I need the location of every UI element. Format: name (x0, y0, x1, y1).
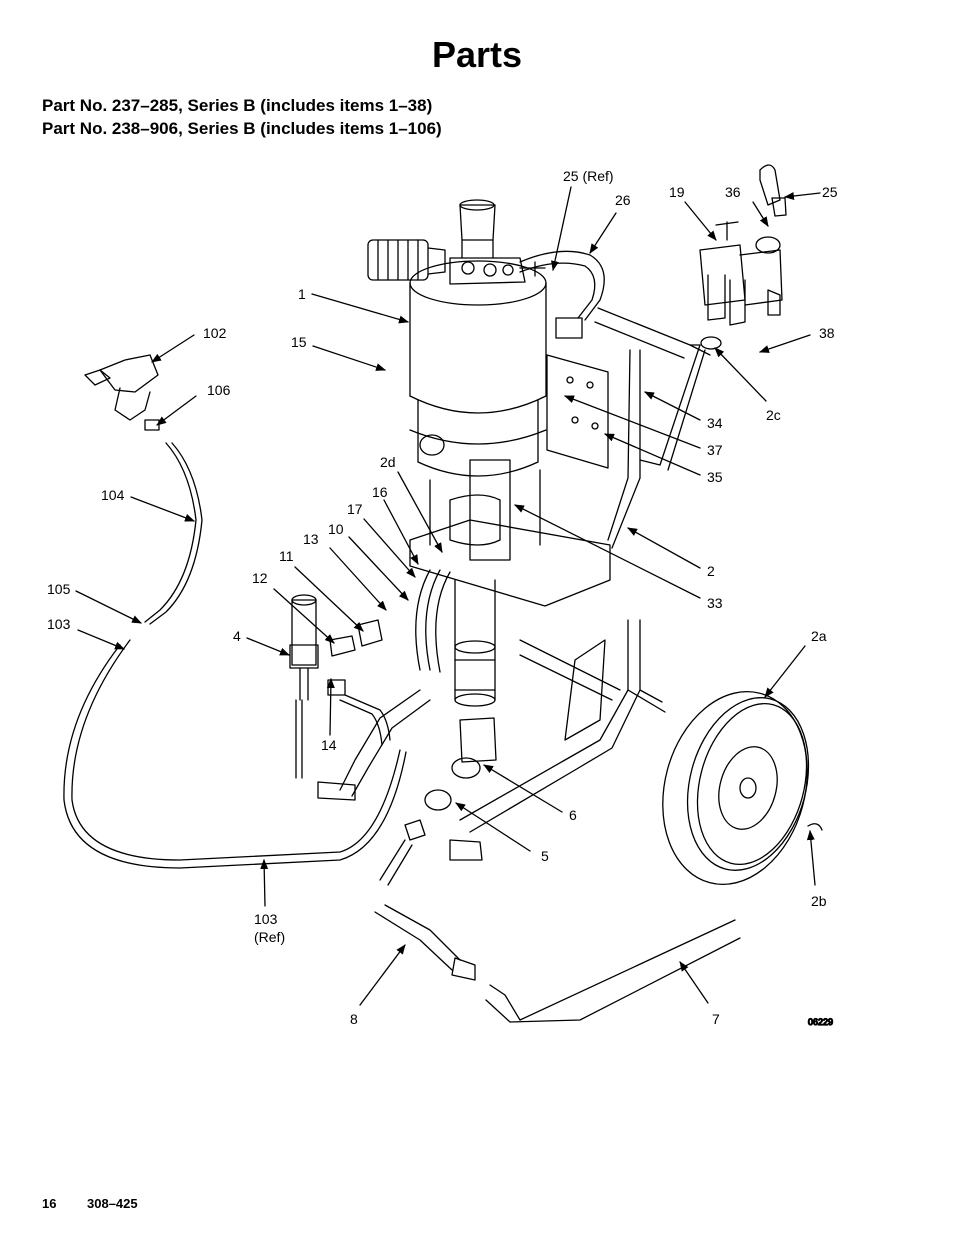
callout-label: 36 (725, 184, 741, 200)
callout-label: 102 (203, 325, 227, 341)
callout-label: 16 (372, 484, 388, 500)
callout-label: 17 (347, 501, 363, 517)
callout-label: 1 (298, 286, 306, 302)
figure-id: 06229 (808, 1017, 833, 1027)
callout-label: 5 (541, 848, 549, 864)
wheel-2a (662, 690, 810, 886)
page-title: Parts (431, 34, 523, 75)
callout-label: 2a (811, 628, 827, 644)
callout-label: 103 (254, 911, 278, 927)
callout-label: 13 (303, 531, 319, 547)
callout-label: 106 (207, 382, 231, 398)
callout-label: 26 (615, 192, 631, 208)
callout-label: 6 (569, 807, 577, 823)
callout-label: 105 (47, 581, 71, 597)
callout-label: 11 (279, 548, 294, 564)
callout-label: 7 (712, 1011, 720, 1027)
callout-arrows (75, 186, 821, 1006)
doc-number: 308–425 (87, 1196, 138, 1211)
suction-parts (374, 717, 741, 1023)
part-2b (807, 823, 823, 831)
air-regulator-assembly (699, 164, 787, 326)
part-number-line-1: Part No. 237–285, Series B (includes ite… (42, 96, 433, 115)
callout-label: 34 (707, 415, 723, 431)
callout-label: 4 (233, 628, 241, 644)
part-number-line-2: Part No. 238–906, Series B (includes ite… (42, 119, 442, 138)
callout-label: 103 (47, 616, 71, 632)
callout-label: 8 (350, 1011, 358, 1027)
callout-label: 10 (328, 521, 344, 537)
callout-label: (Ref) (254, 929, 285, 945)
fluid-hose (63, 442, 407, 869)
callout-label: 25 (822, 184, 838, 200)
part-2c (700, 336, 722, 350)
callout-label: 104 (101, 487, 125, 503)
callout-label: 25 (Ref) (563, 168, 614, 184)
callout-label: 2c (766, 407, 781, 423)
fluid-filter (289, 594, 391, 779)
callout-label: 14 (321, 737, 337, 753)
hose-26 (519, 250, 605, 321)
callout-label: 35 (707, 469, 723, 485)
callout-label: 2 (707, 563, 715, 579)
spray-gun (84, 354, 160, 431)
page-number: 16 (42, 1196, 57, 1211)
callout-label: 37 (707, 442, 723, 458)
callout-label: 15 (291, 334, 307, 350)
cart-frame (317, 307, 711, 861)
callout-label: 38 (819, 325, 835, 341)
callout-label: 33 (707, 595, 723, 611)
callout-label: 19 (669, 184, 685, 200)
callout-label: 12 (252, 570, 268, 586)
callout-label: 2b (811, 893, 827, 909)
callout-label: 2d (380, 454, 396, 470)
pump-assembly (367, 199, 611, 707)
